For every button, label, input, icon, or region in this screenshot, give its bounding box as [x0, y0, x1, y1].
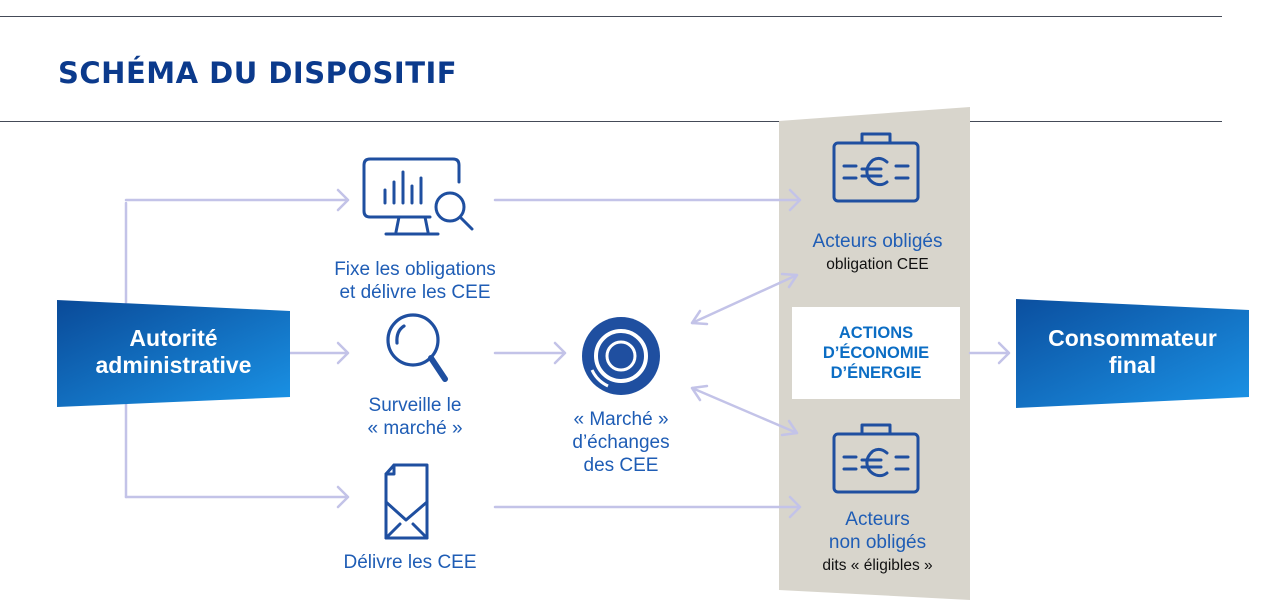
top-rule [0, 16, 1222, 17]
deliver-label: Délivre les CEE [310, 551, 510, 574]
obliged-sub: obligation CEE [826, 256, 929, 273]
fix-label: Fixe les obligations et délivre les CEE [300, 258, 530, 304]
arrow-to-fix [124, 188, 350, 212]
consumer-line1: Consommateur [1048, 325, 1217, 351]
authority-line2: administrative [95, 352, 252, 378]
fix-line1: Fixe les obligations [334, 259, 496, 280]
target-circle-icon [582, 317, 660, 395]
monitor-label: Surveille le « marché » [340, 394, 490, 440]
non-obliged-line2: non obligés [828, 532, 927, 553]
deliver-line1: Délivre les CEE [343, 552, 477, 573]
consumer-line2: final [1108, 352, 1157, 378]
authority-box [57, 300, 290, 407]
market-line2: d’échanges [572, 432, 670, 453]
non-obliged-line1: Acteurs [845, 509, 910, 530]
arrow-market-obliged [690, 272, 799, 326]
arrow-to-deliver [124, 485, 350, 509]
consumer-box [1016, 299, 1249, 408]
actions-line3: D’ÉNERGIE [830, 364, 922, 382]
arrow-market-nonobliged [690, 384, 799, 437]
page-title: SCHÉMA DU DISPOSITIF [58, 56, 458, 90]
market-line3: des CEE [583, 455, 659, 476]
arrow-monitor-to-market [493, 341, 567, 365]
euro-briefcase-icon [832, 132, 920, 203]
obliged-label: Acteurs obligés obligation CEE [785, 230, 970, 276]
arrow-fix-to-obliged [493, 188, 802, 212]
envelope-icon [384, 463, 429, 540]
actions-line2: D’ÉCONOMIE [822, 344, 930, 362]
consumer-label: Consommateur final [1016, 325, 1249, 379]
monitor-line2: « marché » [367, 418, 463, 439]
actions-box: ACTIONS D’ÉCONOMIE D’ÉNERGIE [792, 307, 960, 399]
non-obliged-sub: dits « éligibles » [822, 557, 933, 574]
euro-briefcase-icon [832, 423, 920, 494]
market-label: « Marché » d’échanges des CEE [546, 408, 696, 477]
connector-lines [124, 188, 1011, 519]
fix-line2: et délivre les CEE [339, 282, 491, 303]
monitor-chart-search-icon [362, 157, 474, 236]
market-line1: « Marché » [573, 409, 669, 430]
authority-label: Autorité administrative [57, 325, 290, 379]
arrow-deliver-to-nonobliged [493, 495, 802, 519]
monitor-line1: Surveille le [368, 395, 462, 416]
authority-line1: Autorité [129, 325, 218, 351]
arrow-actions-to-consumer [968, 341, 1011, 365]
non-obliged-label: Acteurs non obligés dits « éligibles » [785, 508, 970, 577]
obliged-name: Acteurs obligés [812, 231, 943, 252]
actions-line1: ACTIONS [838, 324, 914, 342]
magnifier-icon [386, 313, 448, 382]
title-rule [0, 121, 1222, 122]
arrow-to-monitor [288, 341, 350, 365]
